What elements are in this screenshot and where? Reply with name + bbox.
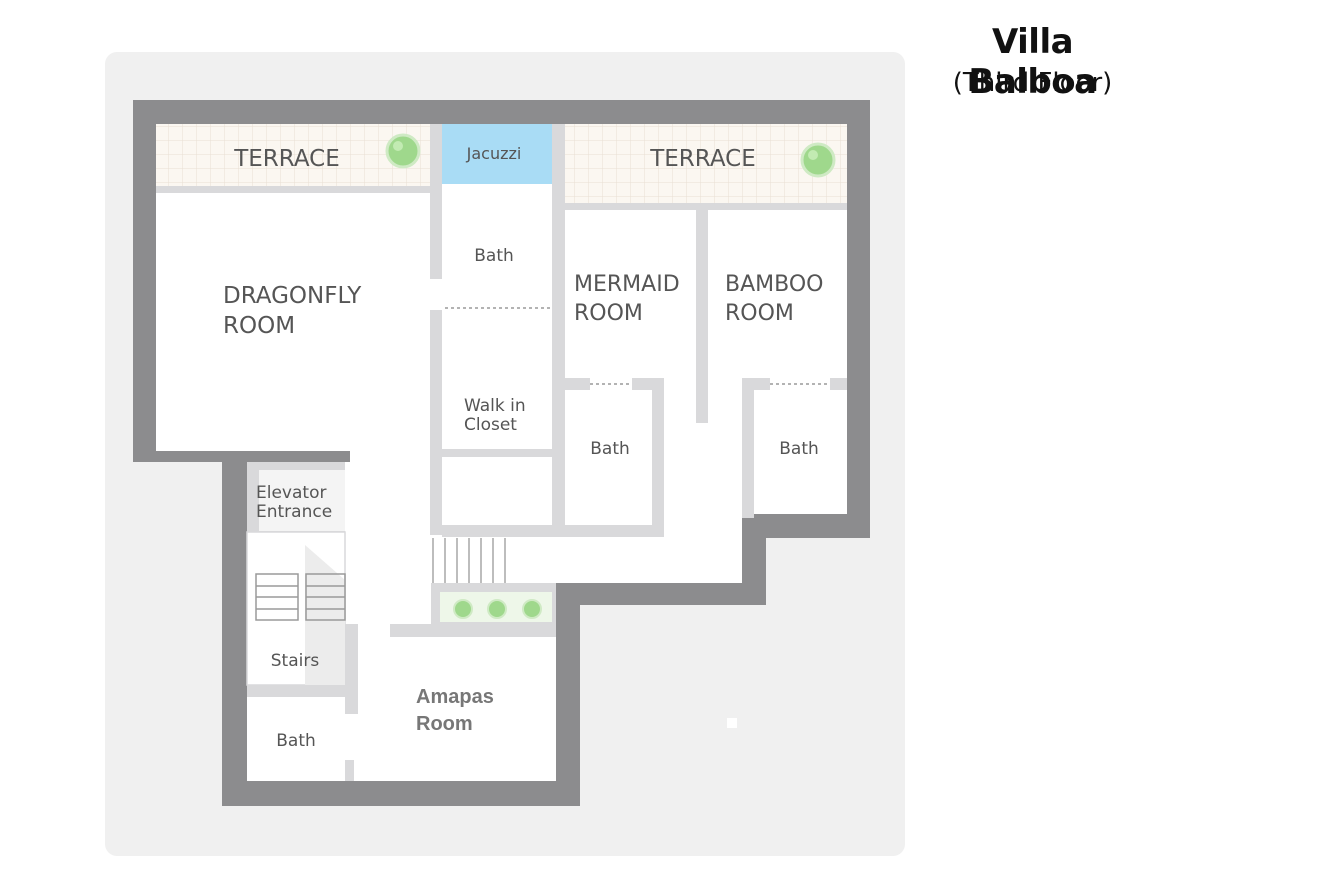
room-label-jacuzzi: Jacuzzi bbox=[466, 144, 522, 163]
room-label-mermaid: MERMAID ROOM bbox=[574, 272, 687, 326]
jacuzzi-pool bbox=[442, 124, 552, 184]
room-label-bath-mermaid: Bath bbox=[590, 439, 630, 459]
room-label-elevator-entrance: Elevator Entrance bbox=[256, 483, 332, 522]
room-label-terrace-right: TERRACE bbox=[649, 146, 756, 172]
room-label-bath-bottom: Bath bbox=[276, 731, 316, 751]
terrace-right-tiles bbox=[565, 124, 847, 206]
room-label-bamboo: BAMBOO ROOM bbox=[725, 272, 830, 326]
elevator-zone bbox=[259, 470, 345, 532]
stair-landing bbox=[305, 545, 345, 685]
room-label-bath-bamboo: Bath bbox=[779, 439, 819, 459]
plant-icon bbox=[385, 133, 421, 169]
page-title: Villa Balboa bbox=[968, 22, 1097, 102]
plant-icon bbox=[453, 599, 473, 619]
room-label-bath-top: Bath bbox=[474, 246, 514, 266]
plant-icon bbox=[522, 599, 542, 619]
room-label-dragonfly: DRAGONFLY ROOM bbox=[223, 283, 369, 339]
step-lines bbox=[432, 538, 506, 583]
plant-icon bbox=[800, 142, 836, 178]
room-label-amapas: Amapas Room bbox=[416, 686, 499, 735]
page-subtitle: (Third Floor) bbox=[952, 68, 1113, 98]
interior-walls bbox=[156, 124, 847, 781]
plant-icon bbox=[487, 599, 507, 619]
marker-square bbox=[727, 718, 737, 728]
stair-steps bbox=[255, 573, 346, 621]
room-label-terrace-left: TERRACE bbox=[233, 146, 340, 172]
doorway-lines bbox=[445, 307, 830, 385]
room-label-walk-in-closet: Walk in Closet bbox=[464, 396, 531, 435]
room-label-stairs: Stairs bbox=[271, 651, 320, 671]
